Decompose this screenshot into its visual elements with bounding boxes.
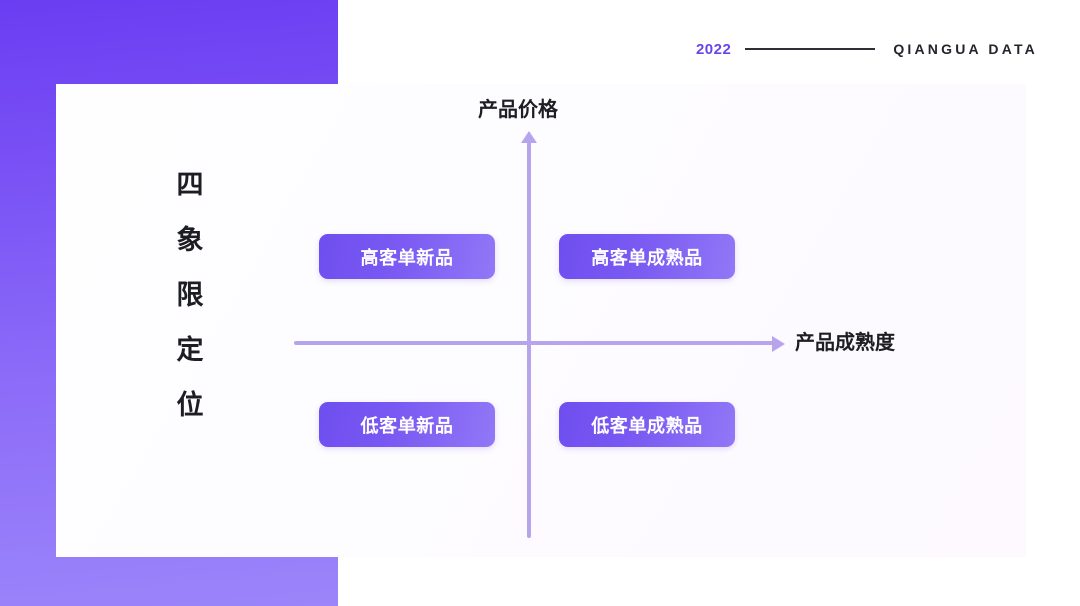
- quadrant-label-top-right[interactable]: 高客单成熟品: [559, 234, 735, 279]
- header-year: 2022: [695, 40, 732, 58]
- header-brand-name: QIANGUA DATA: [893, 41, 1038, 57]
- content-card: [56, 84, 1026, 557]
- header-divider-rule: [745, 48, 876, 50]
- quadrant-label-bottom-left[interactable]: 低客单新品: [319, 402, 495, 447]
- y-axis-arrow-icon: [521, 131, 537, 143]
- page-title-char-3: 限: [176, 280, 204, 310]
- y-axis-label: 产品价格: [478, 99, 558, 121]
- page-title-char-2: 象: [176, 225, 204, 255]
- page-title: 四 象 限 定 位: [170, 172, 210, 419]
- page-title-char-4: 定: [176, 335, 204, 365]
- page-title-char-5: 位: [176, 390, 204, 420]
- quadrant-label-top-left[interactable]: 高客单新品: [319, 234, 495, 279]
- x-axis-line: [294, 341, 776, 345]
- x-axis-arrow-icon: [772, 336, 785, 352]
- quadrant-label-bottom-right[interactable]: 低客单成熟品: [559, 402, 735, 447]
- x-axis-label: 产品成熟度: [795, 332, 895, 354]
- slide-header: 2022 QIANGUA DATA: [696, 38, 1038, 60]
- page-title-char-1: 四: [176, 170, 204, 200]
- y-axis-line: [527, 140, 531, 538]
